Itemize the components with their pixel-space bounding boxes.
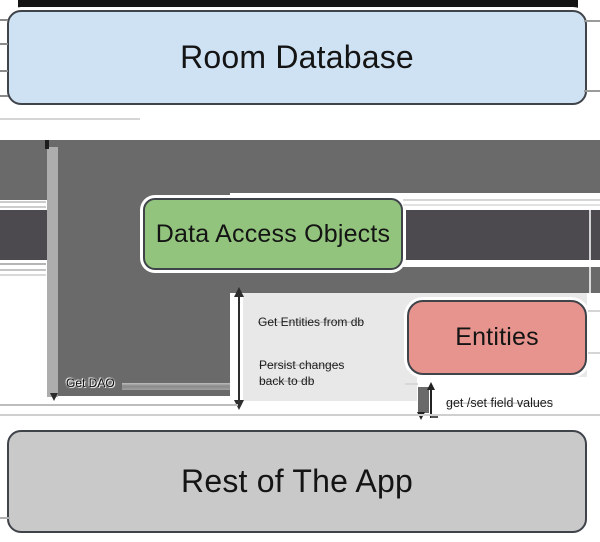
artifact-line	[0, 404, 238, 406]
node-entities: Entities	[407, 300, 587, 375]
artifact-line	[584, 90, 600, 92]
top-black-bar	[18, 0, 578, 8]
get-dao-arrow-shaft	[122, 383, 230, 390]
get-dao-bar-top-tick	[45, 140, 49, 149]
get-set-bottom-tick	[431, 416, 438, 418]
artifact-line	[0, 70, 8, 72]
artifact-line	[0, 118, 140, 120]
get-dao-vertical-bar	[47, 147, 58, 397]
artifact-line	[584, 20, 600, 22]
get-set-arrowhead-up-icon	[427, 382, 435, 390]
artifact-line	[0, 274, 46, 276]
artifact-line	[588, 352, 600, 354]
get-set-arrow-bar	[418, 387, 429, 413]
edge-label-get-set-field-values: get /set field values	[446, 396, 554, 410]
artifact-line	[0, 269, 46, 271]
dao-entities-arrow-line	[238, 296, 240, 404]
artifact-line	[403, 204, 600, 206]
separator-line	[0, 414, 600, 416]
dao-entities-arrowhead-up-icon	[234, 287, 244, 297]
artifact-line	[0, 43, 8, 45]
get-set-arrowhead-down-icon	[417, 412, 425, 420]
node-data-access-objects-label: Data Access Objects	[155, 219, 391, 248]
artifact-line	[0, 263, 46, 265]
node-rest-of-the-app-label: Rest of The App	[181, 463, 413, 499]
edge-label-persist-changes: Persist changes	[259, 358, 345, 372]
edge-label-panel-lower	[243, 377, 417, 401]
artifact-line	[0, 19, 8, 21]
edge-label-back-to-db: back to db	[259, 374, 315, 388]
artifact-line	[0, 206, 46, 208]
node-room-database-label: Room Database	[180, 39, 414, 75]
get-dao-bar-arrowhead-icon	[50, 393, 58, 401]
artifact-line	[0, 517, 10, 519]
artifact-line	[0, 201, 46, 203]
dao-entities-arrowhead-down-icon	[234, 400, 244, 410]
node-room-database: Room Database	[7, 10, 587, 105]
artifact-line	[588, 310, 600, 312]
node-entities-label: Entities	[455, 323, 539, 351]
artifact-line	[405, 383, 418, 385]
band-white-break	[589, 210, 591, 294]
node-data-access-objects: Data Access Objects	[143, 198, 403, 270]
edge-label-get-entities: Get Entities from db	[258, 315, 365, 329]
artifact-line	[403, 199, 600, 201]
arrow-band-upper-left-stub	[0, 140, 47, 200]
edge-label-get-dao: Get DAO	[66, 376, 115, 390]
get-set-arrow-line	[430, 386, 432, 418]
node-rest-of-the-app: Rest of The App	[7, 430, 587, 533]
artifact-line	[0, 95, 8, 97]
